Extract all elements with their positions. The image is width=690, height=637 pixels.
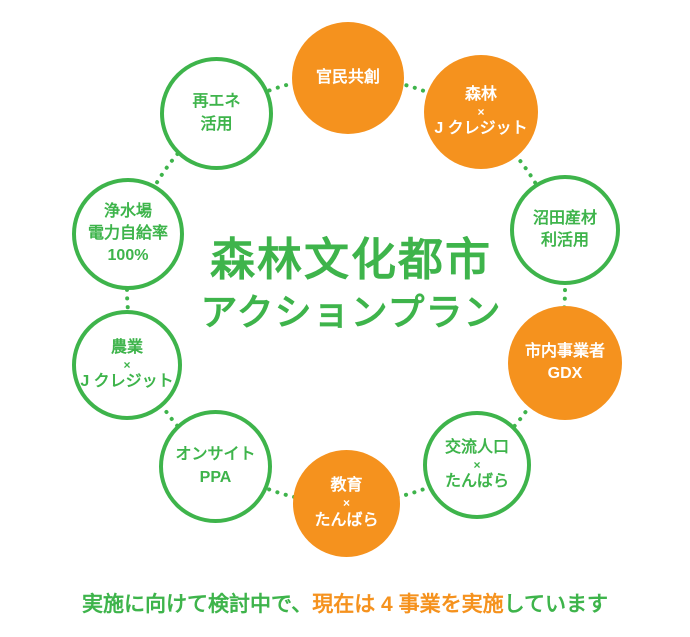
circle-label-line: 交流人口 bbox=[444, 438, 509, 456]
circle-label-line: 官民共創 bbox=[315, 68, 380, 86]
caption-text: 実施に向けて検討中で、 bbox=[82, 593, 313, 616]
circle-label-line: 森林 bbox=[464, 85, 497, 103]
circle-label-line: GDX bbox=[547, 365, 583, 382]
multiply-symbol: × bbox=[123, 357, 131, 372]
circle-label-line: 活用 bbox=[200, 115, 233, 133]
circle-kyoiku-tanbara: 教育 × たんばら bbox=[293, 450, 400, 557]
circle-saiene-katsuyo: 再エネ 活用 bbox=[160, 57, 273, 170]
caption-text: しています bbox=[503, 593, 608, 616]
circle-label-line: 電力自給率 bbox=[87, 224, 168, 242]
circle-label-line: たんばら bbox=[314, 511, 379, 529]
circle-koryu-jinko-tanbara: 交流人口 × たんばら bbox=[423, 411, 531, 519]
circle-label-line: 市内事業者 bbox=[524, 342, 605, 360]
circle-shinrin-jcredit: 森林 × J クレジット bbox=[424, 55, 538, 169]
circle-josuijo-jikyu: 浄水場 電力自給率 100% bbox=[72, 178, 184, 290]
multiply-symbol: × bbox=[342, 496, 350, 511]
title-line2: アクションプラン bbox=[200, 291, 502, 333]
multiply-symbol: × bbox=[473, 457, 481, 472]
circle-nogyo-jcredit: 農業 × J クレジット bbox=[72, 310, 182, 420]
diagram-title: 森林文化都市 アクションプラン bbox=[200, 234, 501, 335]
circle-kanmin-kyoso: 官民共創 bbox=[292, 22, 404, 134]
caption-highlight: 現在は 4 事業を実施 bbox=[312, 593, 504, 616]
circle-label-line: 再エネ bbox=[192, 93, 241, 111]
circle-label-line: たんばら bbox=[444, 473, 509, 491]
title-line1: 森林文化都市 bbox=[209, 234, 493, 285]
circle-label-line: 利活用 bbox=[540, 232, 589, 249]
circle-onsite-ppa: オンサイト PPA bbox=[159, 410, 272, 523]
multiply-symbol: × bbox=[477, 104, 485, 119]
circle-label-line: 農業 bbox=[110, 338, 143, 356]
status-caption: 実施に向けて検討中で、現在は 4 事業を実施しています bbox=[0, 588, 690, 618]
circle-label-line: オンサイト bbox=[175, 446, 256, 464]
circle-label-line: 教育 bbox=[330, 477, 363, 495]
circle-label-line: PPA bbox=[199, 468, 232, 486]
circle-label-line: 100% bbox=[107, 247, 149, 265]
circle-numata-sanzai: 沼田産材 利活用 bbox=[510, 175, 620, 285]
circle-label-line: J クレジット bbox=[434, 120, 528, 138]
circle-shinai-jigyosha-gdx: 市内事業者 GDX bbox=[508, 306, 622, 420]
circle-label-line: 浄水場 bbox=[103, 202, 152, 220]
circle-label-line: J クレジット bbox=[80, 373, 174, 391]
circle-label-line: 沼田産材 bbox=[532, 209, 597, 227]
